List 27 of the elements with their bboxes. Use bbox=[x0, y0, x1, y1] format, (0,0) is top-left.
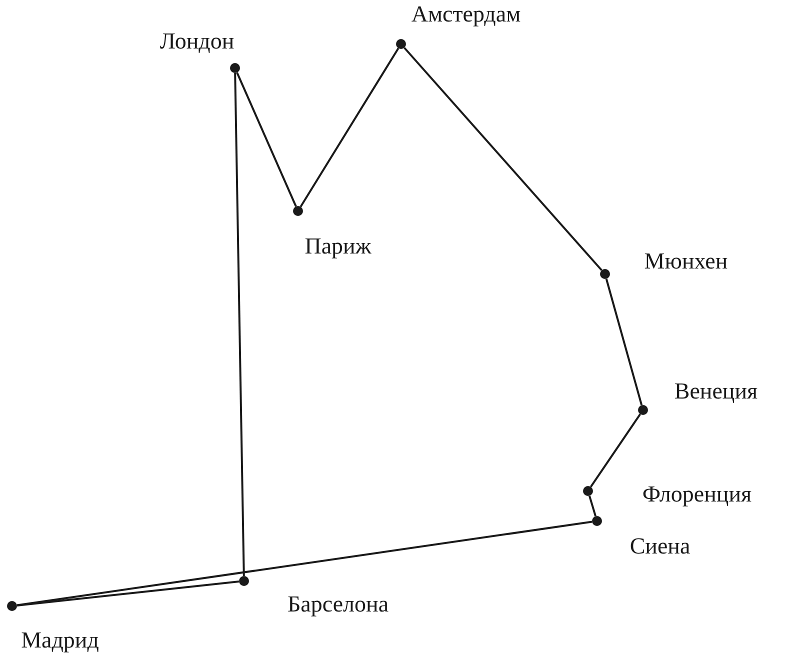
city-label: Флоренция bbox=[642, 482, 752, 506]
city-dot bbox=[638, 405, 648, 415]
city-label: Мадрид bbox=[21, 628, 99, 652]
route-line bbox=[605, 278, 643, 406]
city-dot bbox=[293, 206, 303, 216]
route-line bbox=[16, 520, 592, 606]
city-dot bbox=[600, 269, 610, 279]
route-line bbox=[236, 72, 297, 207]
city-label: Амстердам bbox=[411, 2, 521, 26]
city-dot bbox=[230, 63, 240, 73]
route-line bbox=[234, 72, 245, 576]
city-dot bbox=[239, 576, 249, 586]
route-line bbox=[588, 496, 597, 516]
city-dot bbox=[583, 486, 593, 496]
route-line bbox=[590, 414, 642, 488]
city-label: Венеция bbox=[674, 380, 758, 402]
city-dot bbox=[396, 39, 406, 49]
city-label: Барселона bbox=[287, 592, 389, 616]
city-label: Мюнхен bbox=[644, 250, 728, 272]
city-dot bbox=[592, 516, 602, 526]
city-label: Лондон bbox=[160, 30, 234, 52]
route-line bbox=[16, 580, 240, 606]
route-line bbox=[404, 47, 602, 271]
city-dot bbox=[7, 601, 17, 611]
city-label: Сиена bbox=[630, 534, 690, 558]
city-label: Париж bbox=[304, 234, 372, 258]
route-line bbox=[300, 48, 400, 208]
